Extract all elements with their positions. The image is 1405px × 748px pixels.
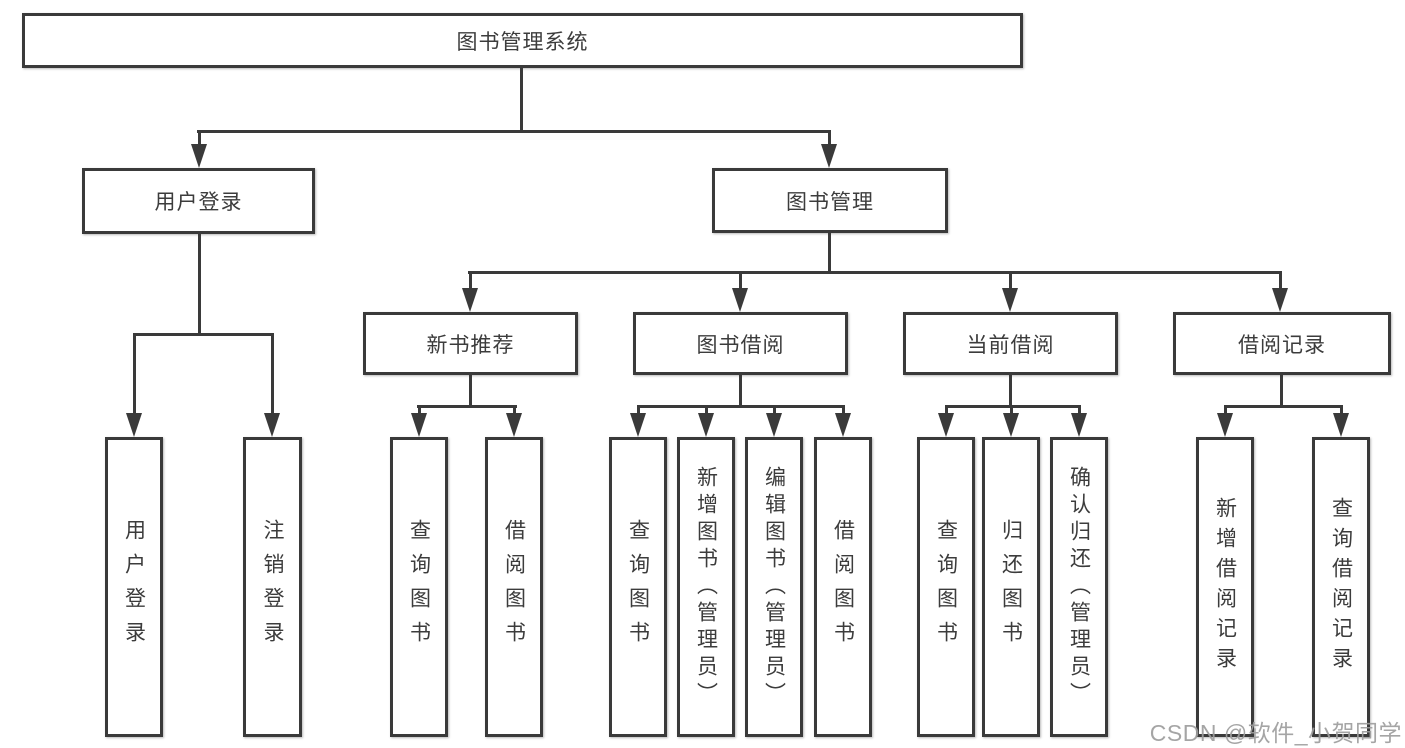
leaf-confirm-return-admin: 确认归还（管理员）: [1050, 437, 1108, 737]
leaf-query-book-current-label: 查询图书: [934, 519, 958, 655]
leaf-add-book-admin-label: 新增图书（管理员）: [694, 465, 718, 709]
edge-to-query-current-shaft: [945, 405, 948, 417]
edge-to-query-borrow-shaft: [637, 405, 640, 417]
arrowhead-to-borrow-book: [835, 413, 851, 437]
leaf-borrow-book: 借阅图书: [814, 437, 872, 737]
edge-root-rail: [197, 130, 831, 133]
edge-to-leaf-user-login-shaft: [133, 333, 136, 417]
edge-to-add-book-shaft: [705, 405, 708, 417]
leaf-add-borrow-record: 新增借阅记录: [1196, 437, 1254, 737]
node-borrow-records-label: 借阅记录: [1238, 333, 1326, 357]
leaf-logout-label: 注销登录: [261, 519, 284, 655]
leaf-logout: 注销登录: [243, 437, 302, 737]
edge-root-stem: [520, 67, 523, 133]
edge-user-login-rail: [133, 333, 274, 336]
node-root-library-system: 图书管理系统: [22, 13, 1023, 68]
edge-to-new-book-shaft: [469, 271, 472, 291]
arrowhead-to-new-book-recommend: [462, 288, 478, 312]
arrowhead-to-query-recommend: [411, 413, 427, 437]
leaf-query-borrow-record: 查询借阅记录: [1312, 437, 1370, 737]
arrowhead-to-add-record: [1217, 413, 1233, 437]
arrowhead-to-add-book: [698, 413, 714, 437]
leaf-query-book-borrow: 查询图书: [609, 437, 667, 737]
leaf-query-book-current: 查询图书: [917, 437, 975, 737]
arrowhead-to-edit-book: [766, 413, 782, 437]
edge-user-login-stem: [198, 233, 201, 335]
edge-root-to-user-login-shaft: [198, 130, 201, 150]
edge-to-borrow-records-shaft: [1279, 271, 1282, 291]
edge-to-leaf-logout-shaft: [271, 333, 274, 417]
edge-book-mgmt-rail: [468, 271, 1282, 274]
node-book-borrow-label: 图书借阅: [696, 333, 785, 357]
arrowhead-to-confirm-return: [1071, 413, 1087, 437]
edge-borrow-records-stem: [1280, 374, 1283, 408]
node-root-label: 图书管理系统: [456, 30, 589, 54]
leaf-borrow-book-label: 借阅图书: [831, 519, 855, 655]
arrowhead-to-query-current: [938, 413, 954, 437]
leaf-edit-book-admin-label: 编辑图书（管理员）: [762, 465, 786, 709]
arrowhead-to-leaf-user-login: [126, 413, 142, 437]
node-book-management-label: 图书管理: [786, 190, 874, 214]
node-borrow-records: 借阅记录: [1173, 312, 1391, 375]
edge-root-to-book-mgmt-shaft: [828, 130, 831, 150]
arrowhead-to-book-mgmt: [821, 144, 837, 168]
edge-to-return-book-shaft: [1010, 405, 1013, 417]
arrowhead-to-query-record: [1333, 413, 1349, 437]
leaf-query-book-borrow-label: 查询图书: [626, 519, 650, 655]
edge-new-book-rail: [417, 405, 517, 408]
arrowhead-to-user-login: [191, 144, 207, 168]
edge-to-query-recommend-shaft: [418, 405, 421, 417]
node-current-borrow: 当前借阅: [903, 312, 1118, 375]
edge-borrow-records-rail: [1224, 405, 1342, 408]
leaf-edit-book-admin: 编辑图书（管理员）: [745, 437, 803, 737]
leaf-return-book: 归还图书: [982, 437, 1040, 737]
leaf-borrow-book-recommend: 借阅图书: [485, 437, 543, 737]
edge-book-mgmt-stem: [828, 231, 831, 274]
leaf-add-borrow-record-label: 新增借阅记录: [1213, 497, 1237, 677]
leaf-borrow-book-recommend-label: 借阅图书: [502, 519, 526, 655]
edge-to-confirm-return-shaft: [1078, 405, 1081, 417]
node-new-book-recommend: 新书推荐: [363, 312, 578, 375]
edge-book-borrow-stem: [739, 374, 742, 408]
node-new-book-recommend-label: 新书推荐: [426, 333, 515, 357]
arrowhead-to-query-borrow: [630, 413, 646, 437]
leaf-add-book-admin: 新增图书（管理员）: [677, 437, 735, 737]
arrowhead-to-borrow-recommend: [506, 413, 522, 437]
edge-to-add-record-shaft: [1224, 405, 1227, 417]
edge-to-book-borrow-shaft: [739, 271, 742, 291]
edge-to-edit-book-shaft: [773, 405, 776, 417]
leaf-query-book-recommend-label: 查询图书: [407, 519, 431, 655]
leaf-return-book-label: 归还图书: [999, 519, 1023, 655]
node-current-borrow-label: 当前借阅: [966, 333, 1055, 357]
node-book-borrow: 图书借阅: [633, 312, 848, 375]
leaf-confirm-return-admin-label: 确认归还（管理员）: [1067, 465, 1091, 709]
arrowhead-to-borrow-records: [1272, 288, 1288, 312]
edge-to-query-record-shaft: [1340, 405, 1343, 417]
edge-to-borrow-book-shaft: [842, 405, 845, 417]
edge-to-current-borrow-shaft: [1009, 271, 1012, 291]
leaf-user-login-label: 用户登录: [122, 519, 146, 655]
arrowhead-to-book-borrow: [732, 288, 748, 312]
csdn-watermark: CSDN @软件_小贺同学: [1149, 720, 1402, 746]
node-user-login-label: 用户登录: [154, 191, 243, 214]
edge-to-borrow-recommend-shaft: [513, 405, 516, 417]
arrowhead-to-current-borrow: [1002, 288, 1018, 312]
leaf-query-book-recommend: 查询图书: [390, 437, 448, 737]
node-user-login: 用户登录: [82, 168, 315, 234]
edge-book-borrow-rail: [637, 405, 844, 408]
arrowhead-to-return-book: [1003, 413, 1019, 437]
leaf-user-login: 用户登录: [105, 437, 163, 737]
leaf-query-borrow-record-label: 查询借阅记录: [1329, 497, 1353, 677]
node-book-management: 图书管理: [712, 168, 948, 233]
edge-new-book-stem: [469, 374, 472, 408]
edge-current-borrow-stem: [1009, 374, 1012, 408]
arrowhead-to-leaf-logout: [264, 413, 280, 437]
